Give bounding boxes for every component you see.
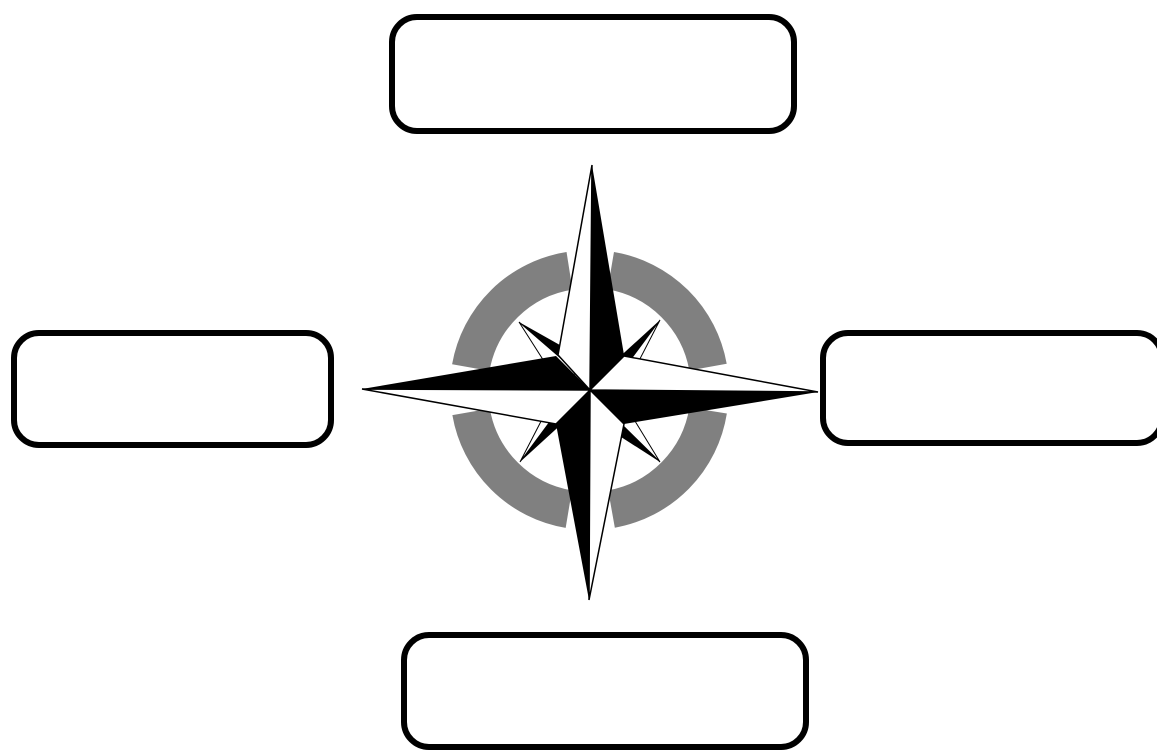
- east-label-box[interactable]: [820, 330, 1157, 446]
- compass-rose-icon: [360, 160, 820, 605]
- south-label-box[interactable]: [401, 632, 809, 750]
- north-label-box[interactable]: [389, 14, 797, 134]
- west-label-box[interactable]: [11, 330, 334, 448]
- compass-cardinal-points: [362, 165, 818, 600]
